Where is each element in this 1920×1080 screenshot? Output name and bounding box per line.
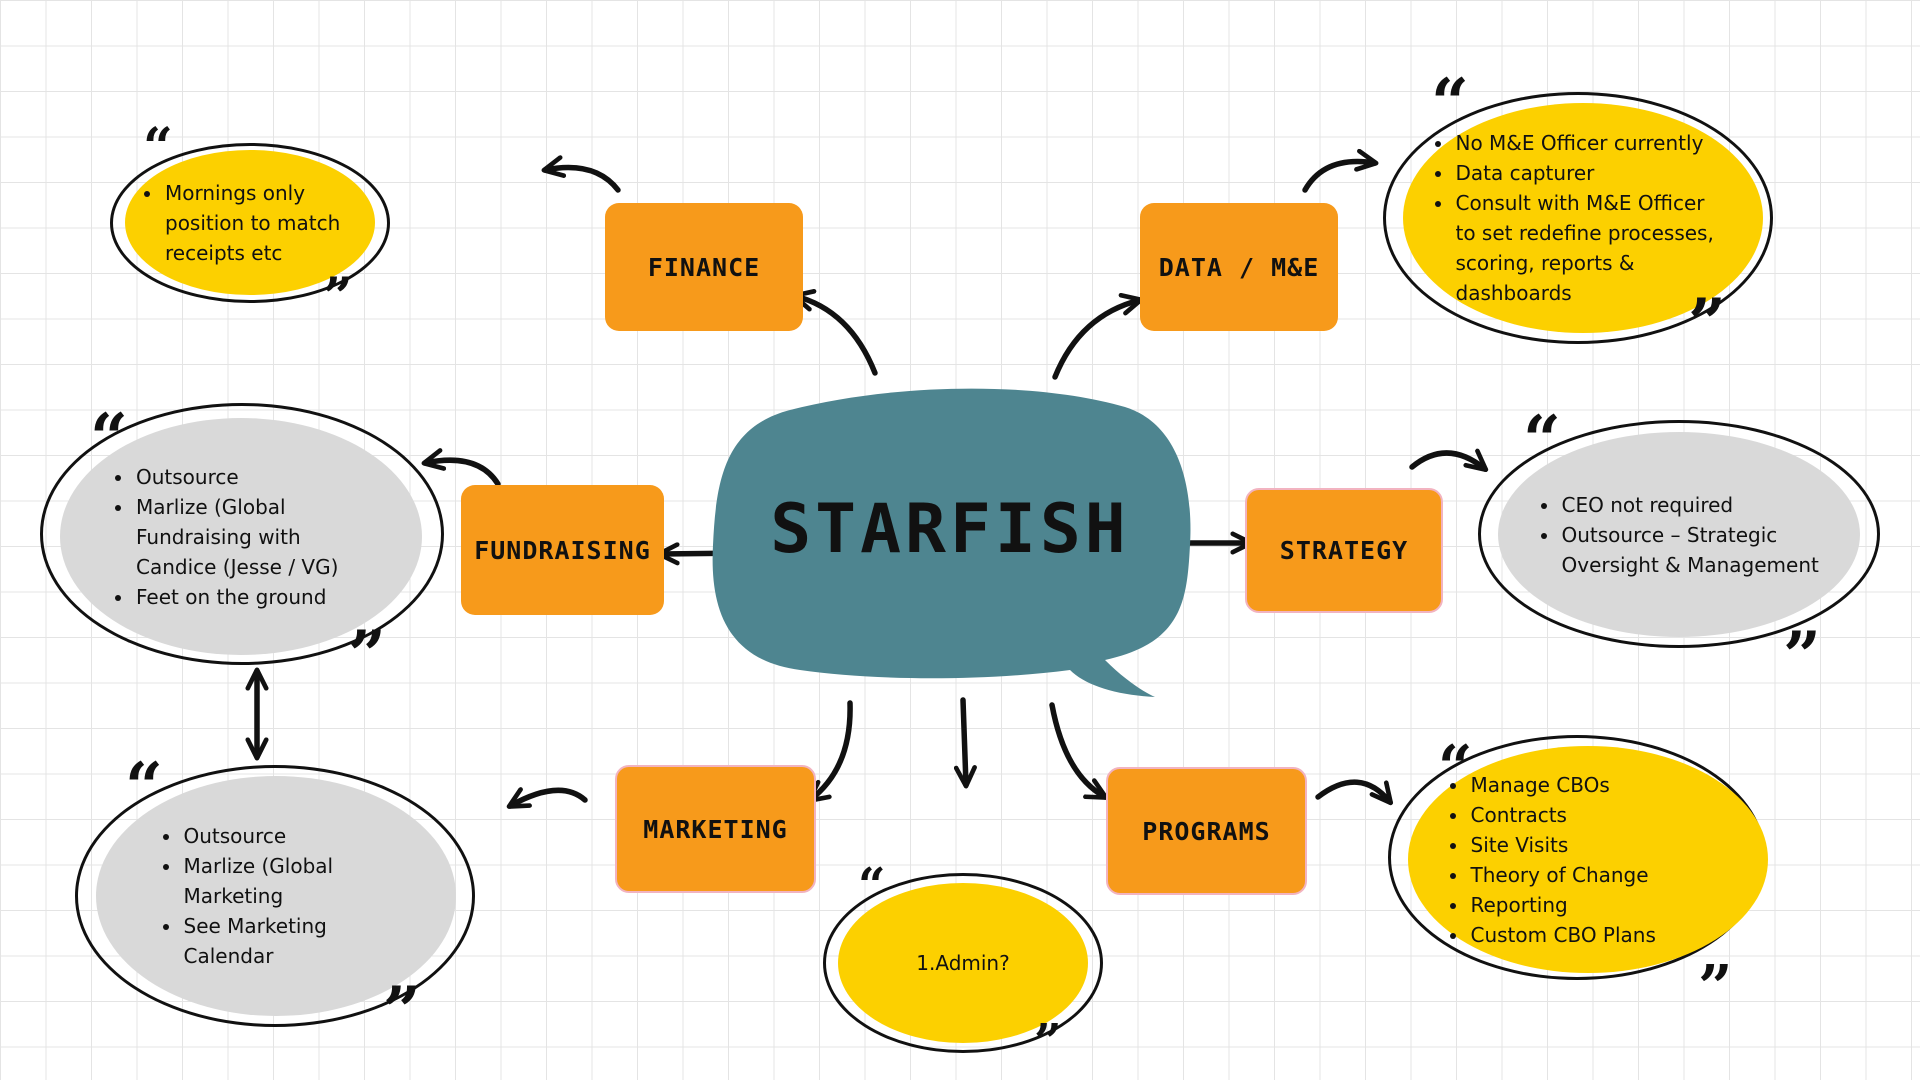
- marketing-note-item: Marlize (Global Marketing: [182, 851, 372, 911]
- marketing-note-item: See Marketing Calendar: [182, 911, 372, 971]
- fundraising-note-item: Marlize (Global Fundraising with Candice…: [134, 492, 364, 582]
- finance-open-quote-icon: “: [143, 117, 173, 178]
- data-note-item: Data capturer: [1454, 158, 1724, 188]
- finance-note-list: Mornings only position to match receipts…: [137, 178, 363, 268]
- marketing-close-quote-icon: ”: [383, 972, 421, 1050]
- data-note-list: No M&E Officer currently Data capturer C…: [1428, 128, 1724, 308]
- data-note: No M&E Officer currently Data capturer C…: [1403, 103, 1763, 333]
- strategy-note-ring: [1478, 420, 1880, 648]
- programs-open-quote-icon: “: [1438, 733, 1473, 803]
- strategy-open-quote-icon: “: [1523, 401, 1561, 479]
- data-close-quote-icon: ”: [1688, 284, 1726, 362]
- arrow-center-to-marketing: [806, 700, 853, 804]
- admin-close-quote-icon: ”: [1034, 1014, 1062, 1070]
- programs-close-quote-icon: ”: [1698, 953, 1733, 1023]
- arrow-marketing-to-note: [506, 787, 588, 809]
- data-note-item: Consult with M&E Officer to set redefine…: [1454, 188, 1724, 308]
- fundraising-close-quote-icon: ”: [348, 616, 386, 694]
- programs-note-item: Manage CBOs: [1469, 770, 1699, 800]
- fundraising-note-item: Outsource: [134, 462, 364, 492]
- fundraising-box[interactable]: FUNDRAISING: [461, 485, 664, 615]
- fundraising-note-item: Feet on the ground: [134, 582, 364, 612]
- admin-note-ring: [823, 873, 1103, 1053]
- marketing-note: Outsource Marlize (Global Marketing See …: [96, 776, 456, 1016]
- finance-note-ring: [110, 143, 390, 303]
- programs-box[interactable]: PROGRAMS: [1106, 767, 1307, 895]
- finance-note-item: Mornings only position to match receipts…: [163, 178, 363, 268]
- arrow-center-to-finance: [791, 289, 878, 376]
- arrow-finance-to-note: [541, 155, 621, 193]
- fundraising-note-ring: [40, 403, 444, 665]
- finance-box[interactable]: FINANCE: [605, 203, 803, 331]
- arrow-fundraising-to-note: [421, 448, 501, 487]
- arrow-center-to-admin: [953, 697, 977, 789]
- finance-note: Mornings only position to match receipts…: [125, 150, 375, 295]
- programs-note-item: Site Visits: [1469, 830, 1699, 860]
- marketing-box[interactable]: MARKETING: [615, 765, 816, 893]
- strategy-note-item: Outsource – Strategic Oversight & Manage…: [1560, 520, 1825, 580]
- data-box[interactable]: DATA / M&E: [1140, 203, 1338, 331]
- marketing-open-quote-icon: “: [125, 748, 163, 826]
- strategy-note-list: CEO not required Outsource – Strategic O…: [1534, 490, 1825, 580]
- data-open-quote-icon: “: [1431, 64, 1469, 142]
- marketing-note-item: Outsource: [182, 821, 372, 851]
- data-note-item: No M&E Officer currently: [1454, 128, 1724, 158]
- programs-note: Manage CBOs Contracts Site Visits Theory…: [1408, 746, 1768, 973]
- admin-note-text: 1.Admin?: [916, 951, 1010, 975]
- arrow-center-to-data: [1052, 292, 1144, 380]
- center-speech-bubble: [712, 388, 1191, 697]
- programs-note-item: Contracts: [1469, 800, 1699, 830]
- marketing-note-list: Outsource Marlize (Global Marketing See …: [156, 821, 372, 971]
- center-bubble-shape: [712, 388, 1191, 697]
- fundraising-note-list: Outsource Marlize (Global Fundraising wi…: [108, 462, 364, 612]
- strategy-note: CEO not required Outsource – Strategic O…: [1498, 432, 1860, 637]
- marketing-note-ring: [75, 765, 475, 1027]
- strategy-box[interactable]: STRATEGY: [1245, 488, 1443, 613]
- center-title: STARFISH: [770, 490, 1130, 569]
- strategy-note-item: CEO not required: [1560, 490, 1825, 520]
- programs-note-item: Theory of Change: [1469, 860, 1699, 890]
- admin-open-quote-icon: “: [858, 858, 886, 914]
- programs-note-item: Custom CBO Plans: [1469, 920, 1699, 950]
- arrow-center-to-programs: [1049, 702, 1109, 800]
- finance-close-quote-icon: ”: [323, 267, 353, 328]
- programs-note-list: Manage CBOs Contracts Site Visits Theory…: [1443, 770, 1699, 950]
- fundraising-note: Outsource Marlize (Global Fundraising wi…: [60, 418, 422, 655]
- arrow-programs-to-note: [1315, 779, 1394, 806]
- admin-note: 1.Admin?: [838, 883, 1088, 1043]
- arrow-data-to-note: [1302, 148, 1379, 193]
- programs-note-item: Reporting: [1469, 890, 1699, 920]
- arrow-strategy-to-note: [1409, 448, 1489, 473]
- fundraising-open-quote-icon: “: [90, 399, 128, 477]
- strategy-close-quote-icon: ”: [1783, 617, 1821, 695]
- data-note-ring: [1383, 92, 1773, 344]
